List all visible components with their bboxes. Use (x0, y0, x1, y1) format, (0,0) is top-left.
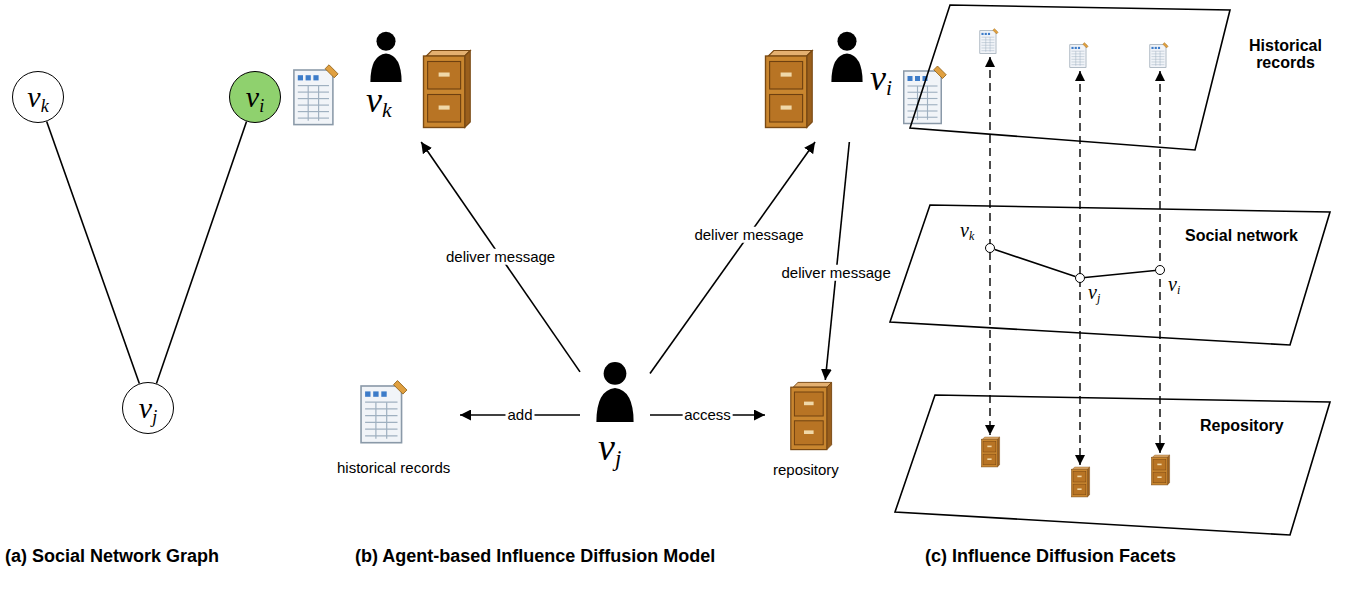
plane-shape (890, 205, 1330, 345)
node-label: vj (1088, 282, 1100, 303)
cab-icon (791, 382, 832, 449)
doc-icon (294, 65, 338, 125)
node-label: vi (246, 81, 264, 113)
connector (156, 122, 246, 384)
facet-links (990, 57, 1160, 465)
network-node: vk (985, 243, 995, 253)
plane-outline (890, 393, 1335, 538)
graph-node: vk (12, 71, 64, 123)
cab-icon (766, 51, 813, 128)
node-label: historical records (337, 460, 450, 476)
edge-label: add (505, 407, 534, 424)
connector (421, 142, 580, 372)
node-label: vi (1168, 274, 1180, 295)
connector (825, 142, 849, 380)
connector (995, 250, 1076, 277)
person-icon (831, 32, 862, 82)
agent: vj (580, 360, 650, 485)
node-label: vj (139, 392, 157, 424)
repository-icon: repository (765, 380, 875, 485)
node-icons (290, 30, 475, 142)
connector (47, 122, 140, 384)
plane-shape (895, 395, 1330, 535)
records-icon: historical records (335, 378, 460, 488)
node-label: vk (960, 220, 974, 241)
node-icons (760, 30, 950, 142)
facet-plane: Historical records (905, 3, 1340, 158)
agent-group: vk (290, 30, 475, 142)
plane-shape (910, 5, 1230, 150)
edge-label: deliver message (444, 249, 557, 266)
edge-label: access (682, 407, 733, 424)
panel-caption: (b) Agent-based Influence Diffusion Mode… (355, 546, 715, 567)
doc-icon (361, 381, 407, 443)
edge-label: deliver message (692, 226, 805, 243)
graph-node: vj (122, 382, 174, 434)
doc-icon (904, 66, 947, 124)
person-icon (370, 32, 401, 82)
node-label: repository (773, 462, 839, 478)
node-label: vk (27, 81, 48, 113)
node-label: vj (598, 428, 621, 468)
agent-group: vi (760, 30, 950, 142)
facet-plane: Repository (890, 393, 1335, 538)
connector (1085, 270, 1155, 277)
person-icon (596, 362, 633, 422)
plane-outline (885, 203, 1335, 350)
panel-caption: (a) Social Network Graph (5, 546, 219, 567)
edge-label: deliver message (780, 265, 893, 282)
node-label: vi (870, 60, 892, 98)
network-node: vj (1075, 273, 1085, 283)
facet-plane: Social network vk vj vi (885, 203, 1335, 350)
connector (650, 142, 815, 373)
cab-icon (424, 51, 471, 128)
node-label: Social network (1185, 228, 1298, 245)
node-label: vk (366, 82, 392, 120)
graph-node: vi (229, 71, 281, 123)
node-label: Repository (1200, 418, 1284, 435)
node-label: Historical records (1238, 38, 1333, 72)
facet-icons (980, 29, 1170, 497)
network-node: vi (1155, 265, 1165, 275)
plane-outline (905, 3, 1340, 158)
panel-caption: (c) Influence Diffusion Facets (925, 546, 1176, 567)
